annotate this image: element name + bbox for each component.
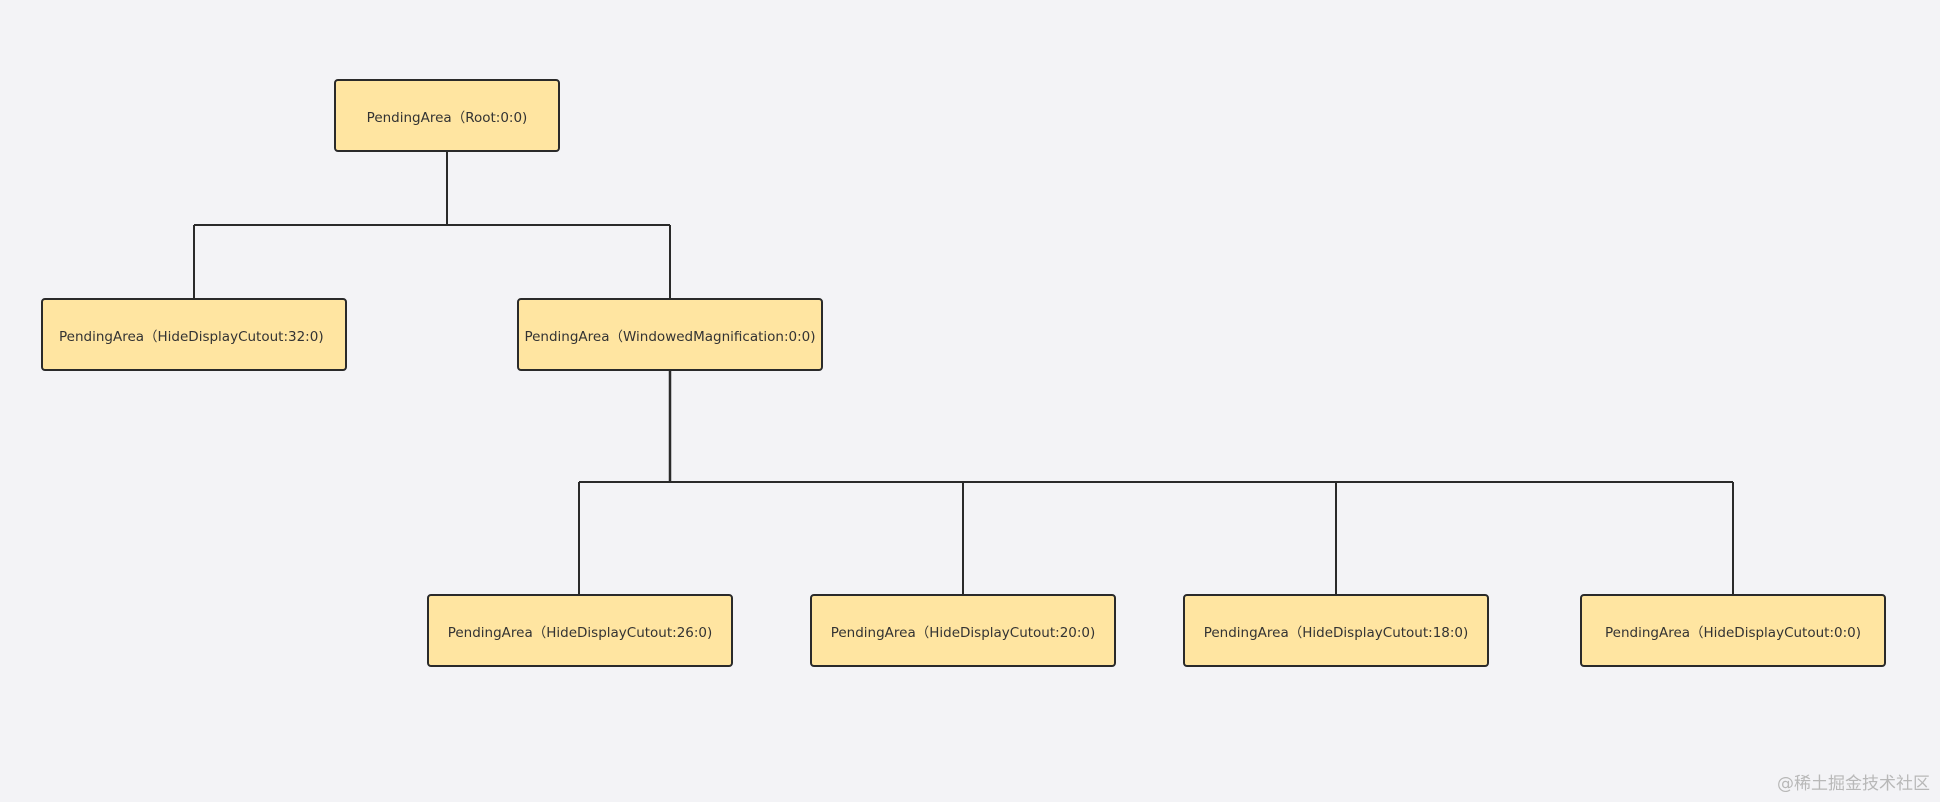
node-hidedisplaycutout-26: PendingArea（HideDisplayCutout:26:0) (427, 594, 733, 667)
node-hidedisplaycutout-20-label: PendingArea（HideDisplayCutout:20:0) (830, 624, 1096, 641)
watermark-text: @稀土掘金技术社区 (1777, 774, 1930, 794)
node-hidedisplaycutout-32-label: PendingArea（HideDisplayCutout:32:0) (59, 328, 324, 345)
node-root: PendingArea（Root:0:0) (334, 79, 560, 152)
node-hidedisplaycutout-0: PendingArea（HideDisplayCutout:0:0) (1580, 594, 1886, 667)
node-root-label: PendingArea（Root:0:0) (366, 109, 528, 126)
node-windowedmagnification: PendingArea（WindowedMagnification:0:0) (517, 298, 823, 371)
node-hidedisplaycutout-26-label: PendingArea（HideDisplayCutout:26:0) (447, 624, 713, 641)
node-hidedisplaycutout-20: PendingArea（HideDisplayCutout:20:0) (810, 594, 1116, 667)
node-hidedisplaycutout-0-label: PendingArea（HideDisplayCutout:0:0) (1605, 624, 1861, 641)
node-windowedmagnification-label: PendingArea（WindowedMagnification:0:0) (524, 328, 816, 345)
node-hidedisplaycutout-32: PendingArea（HideDisplayCutout:32:0) (41, 298, 347, 371)
node-hidedisplaycutout-18: PendingArea（HideDisplayCutout:18:0) (1183, 594, 1489, 667)
node-hidedisplaycutout-18-label: PendingArea（HideDisplayCutout:18:0) (1203, 624, 1469, 641)
